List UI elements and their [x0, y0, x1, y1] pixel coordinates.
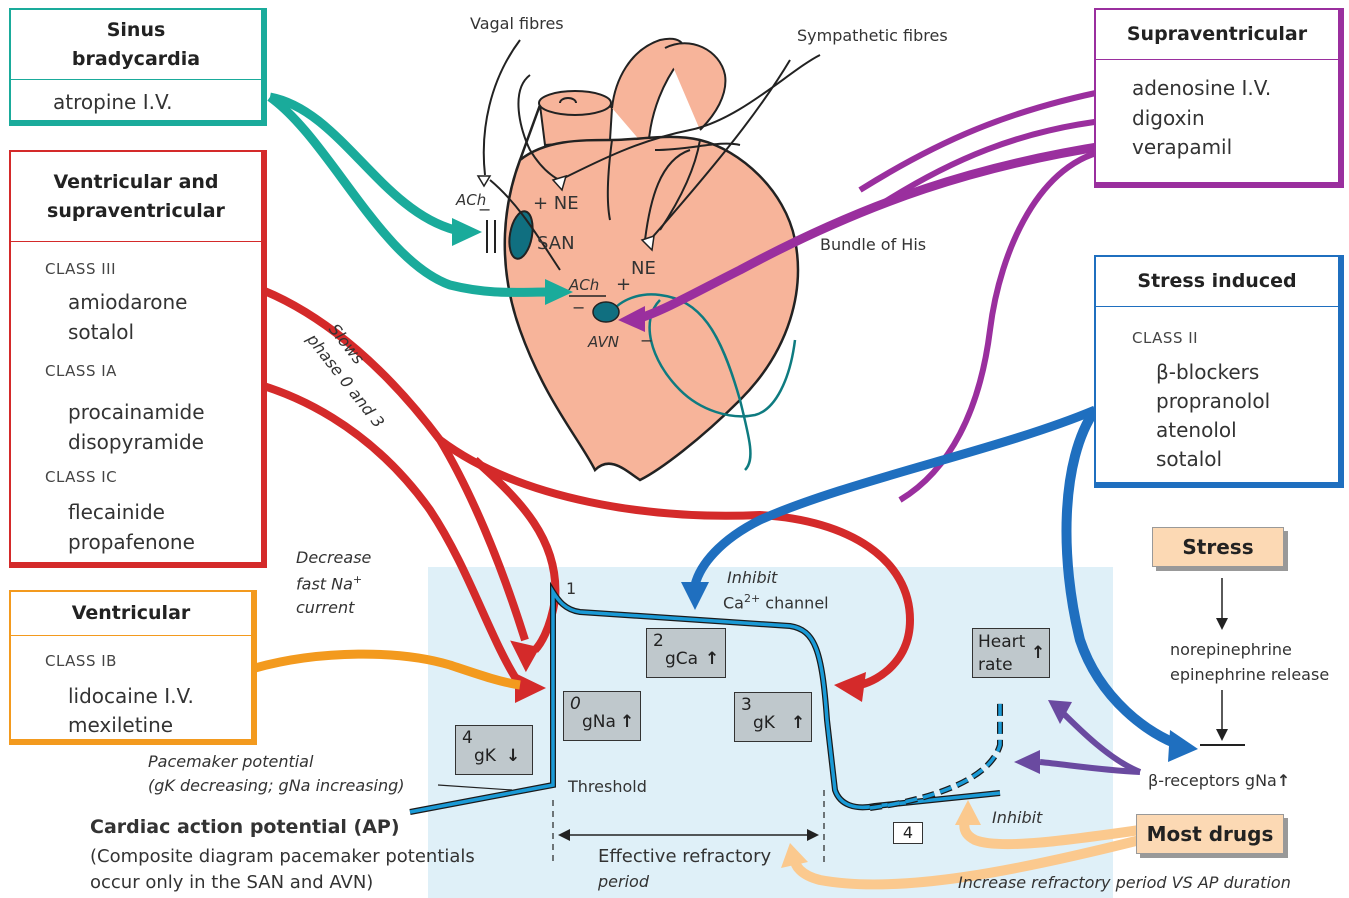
ap-subtitle-1: (Composite diagram pacemaker potentials [90, 846, 475, 867]
sotalol-ii-label: sotalol [1156, 447, 1222, 471]
phase-3-arrow: ↑ [791, 713, 805, 733]
increase-refractory-label: Increase refractory period VS AP duratio… [958, 873, 1291, 892]
channel-text: channel [760, 593, 828, 612]
phase-2-box: 2 gCa ↑ [646, 628, 726, 678]
class-ib-label: CLASS IB [45, 652, 117, 670]
most-drugs-tag: Most drugs [1136, 814, 1284, 854]
phase-2-arrow: ↑ [705, 649, 719, 669]
heart-rate-line1: Heart [978, 632, 1025, 652]
phase-3-num: 3 [741, 695, 752, 715]
ventricular-box: Ventricular CLASS IB lidocaine I.V. mexi… [9, 590, 257, 745]
beta-receptors-text: β-receptors gNa [1148, 771, 1277, 790]
fast-na-label: fast Na+ [296, 573, 362, 593]
class-ic-label: CLASS IC [45, 468, 117, 486]
minus-sign-2: − [572, 298, 585, 317]
inhibit-label: Inhibit [992, 808, 1042, 827]
heart-rate-box: Heart rate ↑ [972, 628, 1050, 678]
phase-2-gca: gCa [665, 649, 698, 669]
phase-4b-num: 4 [903, 823, 913, 842]
phase-4b-box: 4 [893, 822, 923, 844]
phase-0-box: 0 gNa ↑ [563, 691, 641, 741]
class-ii-label: CLASS II [1132, 329, 1198, 347]
heart-rate-arrow: ↑ [1031, 643, 1045, 663]
supraventricular-title: Supraventricular [1127, 20, 1307, 49]
refractory-label-2: period [598, 872, 649, 891]
class-iii-label: CLASS III [45, 260, 116, 278]
stress-tag-text: Stress [1182, 535, 1253, 559]
phase-4-arrow: ↓ [506, 746, 520, 766]
ap-subtitle-2: occur only in the SAN and AVN) [90, 872, 373, 893]
inhibit-ca-label: Inhibit [727, 568, 777, 587]
epinephrine-label: epinephrine release [1170, 665, 1329, 684]
stress-tag: Stress [1152, 527, 1284, 567]
bundle-of-his-label: Bundle of His [820, 235, 926, 254]
fast-na-text: fast Na [296, 574, 353, 593]
verapamil-label: verapamil [1132, 135, 1232, 159]
atenolol-label: atenolol [1156, 418, 1237, 442]
pacemaker-label-1: Pacemaker potential [148, 752, 313, 771]
phase-0-num: 0 [570, 694, 581, 714]
phase-4-gk: gK [474, 746, 496, 766]
sinus-title-2: bradycardia [72, 45, 200, 74]
propafenone-label: propafenone [68, 530, 195, 554]
minus-sign-1: − [478, 200, 491, 219]
supraventricular-box: Supraventricular adenosine I.V. digoxin … [1094, 8, 1344, 188]
phase-0-gna: gNa [582, 712, 616, 732]
sympathetic-fibres-label: Sympathetic fibres [797, 26, 948, 45]
atropine-label: atropine I.V. [53, 90, 172, 114]
propranolol-label: propranolol [1156, 389, 1270, 413]
avn-label: AVN [588, 333, 619, 351]
phase-4-num: 4 [462, 728, 473, 748]
vs-title-2: supraventricular [47, 197, 225, 226]
mexiletine-label: mexiletine [68, 713, 173, 737]
sinus-title-1: Sinus [107, 16, 166, 45]
ventricular-supraventricular-box: Ventricular and supraventricular CLASS I… [9, 150, 267, 568]
phase-2-num: 2 [653, 631, 664, 651]
digoxin-label: digoxin [1132, 106, 1205, 130]
heart-rate-line2: rate [978, 655, 1013, 675]
phase-1-label: 1 [566, 579, 576, 598]
phase-4-box: 4 gK ↓ [455, 725, 533, 775]
adenosine-label: adenosine I.V. [1132, 76, 1271, 100]
beta-receptors-label: β-receptors gNa↑ [1148, 771, 1290, 790]
ventricular-title: Ventricular [72, 599, 191, 628]
decrease-label: Decrease [296, 548, 371, 567]
beta-receptors-arrow: ↑ [1277, 771, 1290, 790]
plus-sign: + [616, 274, 631, 295]
norepinephrine-label: norepinephrine [1170, 640, 1292, 659]
san-label: SAN [537, 233, 575, 254]
phase-3-box: 3 gK ↑ [734, 692, 812, 742]
ca-channel-label: Ca2+ channel [723, 592, 829, 612]
vs-title-1: Ventricular and [53, 168, 218, 197]
disopyramide-label: disopyramide [68, 430, 204, 454]
fast-na-sup: + [353, 573, 362, 586]
procainamide-label: procainamide [68, 400, 205, 424]
current-label: current [296, 598, 354, 617]
pacemaker-label-2: (gK decreasing; gNa increasing) [148, 776, 405, 795]
ne-label-2: NE [631, 258, 656, 279]
vagal-fibres-label: Vagal fibres [470, 14, 564, 33]
threshold-label: Threshold [568, 777, 647, 796]
stress-induced-title: Stress induced [1137, 267, 1296, 296]
lidocaine-label: lidocaine I.V. [68, 684, 194, 708]
ach-label-2: ACh [569, 276, 599, 294]
beta-blockers-label: β-blockers [1156, 360, 1259, 384]
stress-induced-box: Stress induced CLASS II β-blockers propr… [1094, 255, 1344, 488]
sinus-bradycardia-box: Sinus bradycardia atropine I.V. [9, 8, 267, 126]
amiodarone-label: amiodarone [68, 290, 187, 314]
phase-3-gk: gK [753, 713, 775, 733]
sotalol-label: sotalol [68, 320, 134, 344]
flecainide-label: flecainide [68, 500, 165, 524]
refractory-label-1: Effective refractory [598, 846, 771, 867]
ap-title: Cardiac action potential (AP) [90, 816, 400, 838]
phase-0-arrow: ↑ [620, 712, 634, 732]
ne-label-1: + NE [533, 193, 579, 214]
ca-text: Ca [723, 593, 744, 612]
ca-sup: 2+ [744, 592, 760, 605]
minus-sign-3: − [640, 331, 653, 350]
class-ia-label: CLASS IA [45, 362, 117, 380]
most-drugs-text: Most drugs [1147, 822, 1274, 846]
